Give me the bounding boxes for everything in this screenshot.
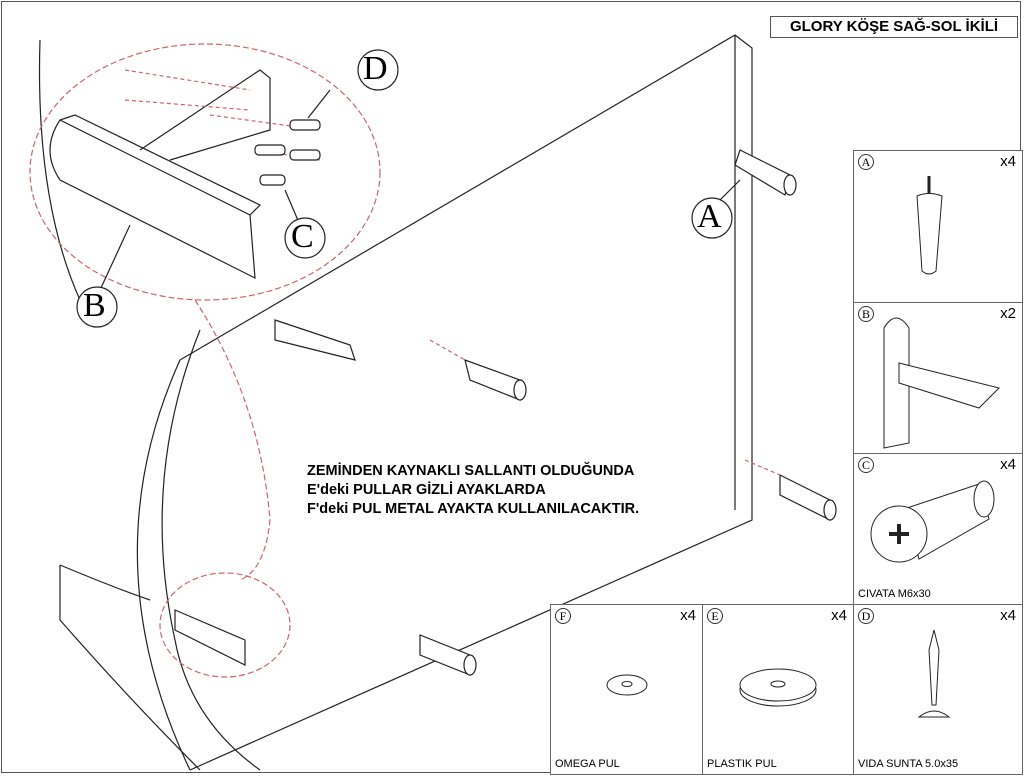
part-quantity: x4 <box>831 607 847 624</box>
part-quantity: x2 <box>1000 305 1016 322</box>
part-panel-e: E x4 PLASTIK PUL <box>702 604 854 775</box>
part-name: CIVATA M6x30 <box>858 588 931 600</box>
detail-circle <box>29 43 381 301</box>
callout-d: D <box>363 50 388 87</box>
part-panel-b: B x2 <box>853 302 1023 454</box>
leg-icon <box>916 176 943 275</box>
part-label: B <box>858 306 874 322</box>
note-line: ZEMİNDEN KAYNAKLI SALLANTI OLDUĞUNDA <box>307 463 635 479</box>
screw-icon <box>917 629 951 718</box>
board-outline <box>179 34 753 771</box>
part-quantity: x4 <box>1000 456 1016 473</box>
part-name: PLASTIK PUL <box>707 758 777 770</box>
part-panel-d: D x4 VIDA SUNTA 5.0x35 <box>853 604 1023 775</box>
callout-a: A <box>697 198 722 235</box>
part-label: F <box>555 608 571 624</box>
plastic-washer-icon <box>739 668 817 707</box>
bolt-icon <box>870 480 995 563</box>
document-title: GLORY KÖŞE SAĞ-SOL İKİLİ <box>770 16 1018 38</box>
part-quantity: x4 <box>1000 607 1016 624</box>
callout-c: C <box>291 218 314 255</box>
note-line: E'deki PULLAR GİZLİ AYAKLARDA <box>307 482 546 498</box>
detail-circle-small <box>159 572 291 678</box>
part-label: D <box>858 608 874 624</box>
part-panel-f: F x4 OMEGA PUL <box>550 604 703 775</box>
bracket-icon <box>883 317 1000 449</box>
part-name: VIDA SUNTA 5.0x35 <box>858 758 959 770</box>
part-quantity: x4 <box>680 607 696 624</box>
part-panel-a: A x4 <box>853 150 1023 303</box>
callout-b: B <box>83 287 106 324</box>
part-name: OMEGA PUL <box>555 758 620 770</box>
instruction-note: ZEMİNDEN KAYNAKLI SALLANTI OLDUĞUNDA E'd… <box>307 462 639 519</box>
part-panel-c: C x4 CIVATA M6x30 <box>853 453 1023 605</box>
part-quantity: x4 <box>1000 153 1016 170</box>
washer-icon <box>606 674 648 696</box>
part-label: A <box>858 154 874 170</box>
part-label: C <box>858 457 874 473</box>
part-label: E <box>707 608 723 624</box>
note-line: F'deki PUL METAL AYAKTA KULLANILACAKTIR. <box>307 501 640 517</box>
